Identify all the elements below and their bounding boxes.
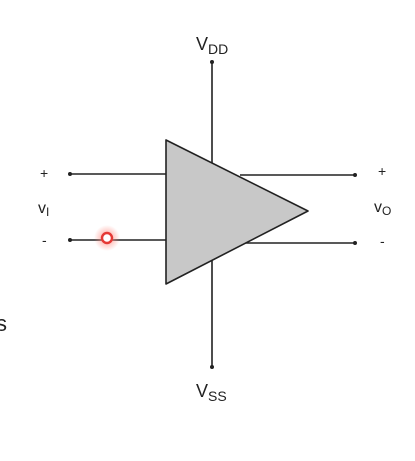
- output-minus-label: -: [380, 233, 385, 249]
- amplifier-triangle: [165, 139, 309, 285]
- input-plus-label: +: [40, 165, 48, 181]
- vdd-label: VDD: [196, 34, 228, 57]
- vdd-terminal: [210, 60, 214, 64]
- input-voltage-sub: I: [46, 205, 49, 219]
- vss-label-main: V: [196, 381, 208, 401]
- output-voltage-label: vO: [374, 199, 391, 218]
- input-voltage-label: vI: [38, 200, 49, 219]
- input-minus-terminal: [68, 238, 72, 242]
- vss-label: VSS: [196, 381, 227, 404]
- input-voltage-main: v: [38, 200, 46, 217]
- cursor-ring-icon: [100, 231, 114, 245]
- output-voltage-main: v: [374, 199, 382, 216]
- input-plus-terminal: [68, 172, 72, 176]
- output-minus-terminal: [353, 241, 357, 245]
- edge-glyph: s: [0, 311, 7, 336]
- output-voltage-sub: O: [382, 204, 391, 218]
- output-plus-terminal: [353, 173, 357, 177]
- vdd-label-sub: DD: [208, 41, 228, 57]
- input-minus-label: -: [42, 232, 47, 248]
- vss-label-sub: SS: [208, 388, 227, 404]
- output-plus-label: +: [378, 163, 386, 179]
- vdd-label-main: V: [196, 34, 208, 54]
- vss-terminal: [210, 365, 214, 369]
